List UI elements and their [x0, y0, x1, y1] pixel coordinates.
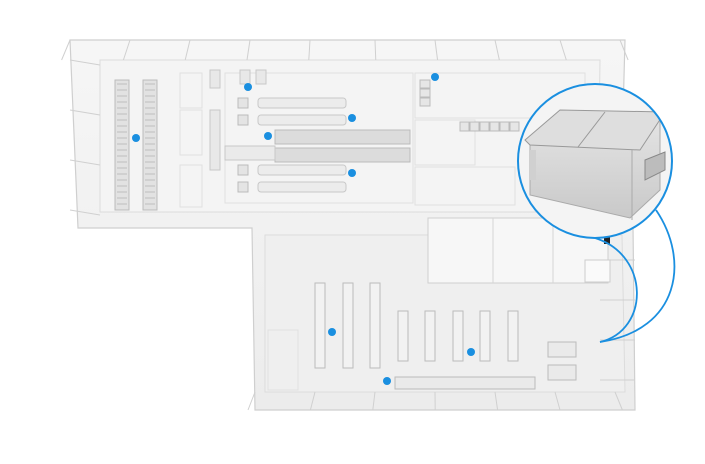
wall-rib	[494, 391, 499, 411]
rack	[397, 310, 409, 362]
rack	[142, 79, 158, 211]
wall-rib	[247, 391, 256, 411]
wall-rib	[554, 391, 561, 411]
rack-end	[237, 164, 249, 176]
callout-connectors	[594, 209, 676, 343]
rack	[424, 310, 436, 362]
bin	[509, 121, 520, 132]
rack	[452, 310, 464, 362]
cart	[547, 364, 577, 381]
bin	[419, 88, 431, 98]
wall-rib	[614, 391, 623, 411]
hotspot-marker[interactable]	[348, 114, 356, 122]
wall-rib	[374, 39, 377, 61]
bin	[459, 121, 470, 132]
wall-rib	[122, 39, 131, 61]
rack	[369, 282, 381, 369]
rack	[257, 164, 347, 176]
center-racks	[237, 97, 347, 193]
wall-rib	[246, 39, 251, 61]
hotspot-marker[interactable]	[264, 132, 272, 140]
hotspot-marker[interactable]	[132, 134, 140, 142]
pallet-row	[394, 376, 536, 390]
wall-rib	[372, 391, 376, 411]
rack	[114, 79, 130, 211]
wall-rib	[309, 391, 316, 411]
hotspots	[132, 73, 475, 385]
hotspot-marker[interactable]	[348, 169, 356, 177]
wall-rib	[559, 39, 567, 61]
bin	[499, 121, 510, 132]
rack	[314, 282, 326, 369]
wall-rib	[619, 39, 629, 61]
wall-rib	[69, 159, 101, 166]
wall-rib	[434, 39, 439, 61]
bottom-racks	[314, 282, 577, 390]
wall-rib	[61, 39, 71, 61]
hotspot-marker[interactable]	[467, 348, 475, 356]
bin	[479, 121, 490, 132]
dumpster-icon	[518, 84, 672, 238]
cart	[547, 341, 577, 358]
wall-rib	[494, 39, 500, 61]
bin	[419, 79, 431, 89]
rack-end	[237, 114, 249, 126]
wall-rib	[69, 59, 101, 66]
hotspot-marker[interactable]	[431, 73, 439, 81]
wall-rib	[184, 39, 191, 61]
conveyor	[209, 69, 411, 171]
zones	[179, 72, 586, 391]
bin	[469, 121, 480, 132]
rack	[257, 181, 347, 193]
rack-end	[237, 181, 249, 193]
wall-rib	[308, 39, 311, 61]
hotspot-marker[interactable]	[328, 328, 336, 336]
callout-bubble[interactable]	[510, 80, 690, 250]
wall-rib	[69, 109, 101, 116]
left-racks	[114, 79, 158, 211]
rack	[257, 114, 347, 126]
bin	[419, 97, 431, 107]
wall-rib	[69, 209, 101, 216]
hotspot-marker[interactable]	[244, 83, 252, 91]
tank-area	[427, 217, 611, 284]
rack-end	[237, 97, 249, 109]
rack	[507, 310, 519, 362]
hotspot-marker[interactable]	[383, 377, 391, 385]
rack	[479, 310, 491, 362]
rack	[342, 282, 354, 369]
bin	[489, 121, 500, 132]
rack	[257, 97, 347, 109]
bins	[419, 79, 520, 132]
